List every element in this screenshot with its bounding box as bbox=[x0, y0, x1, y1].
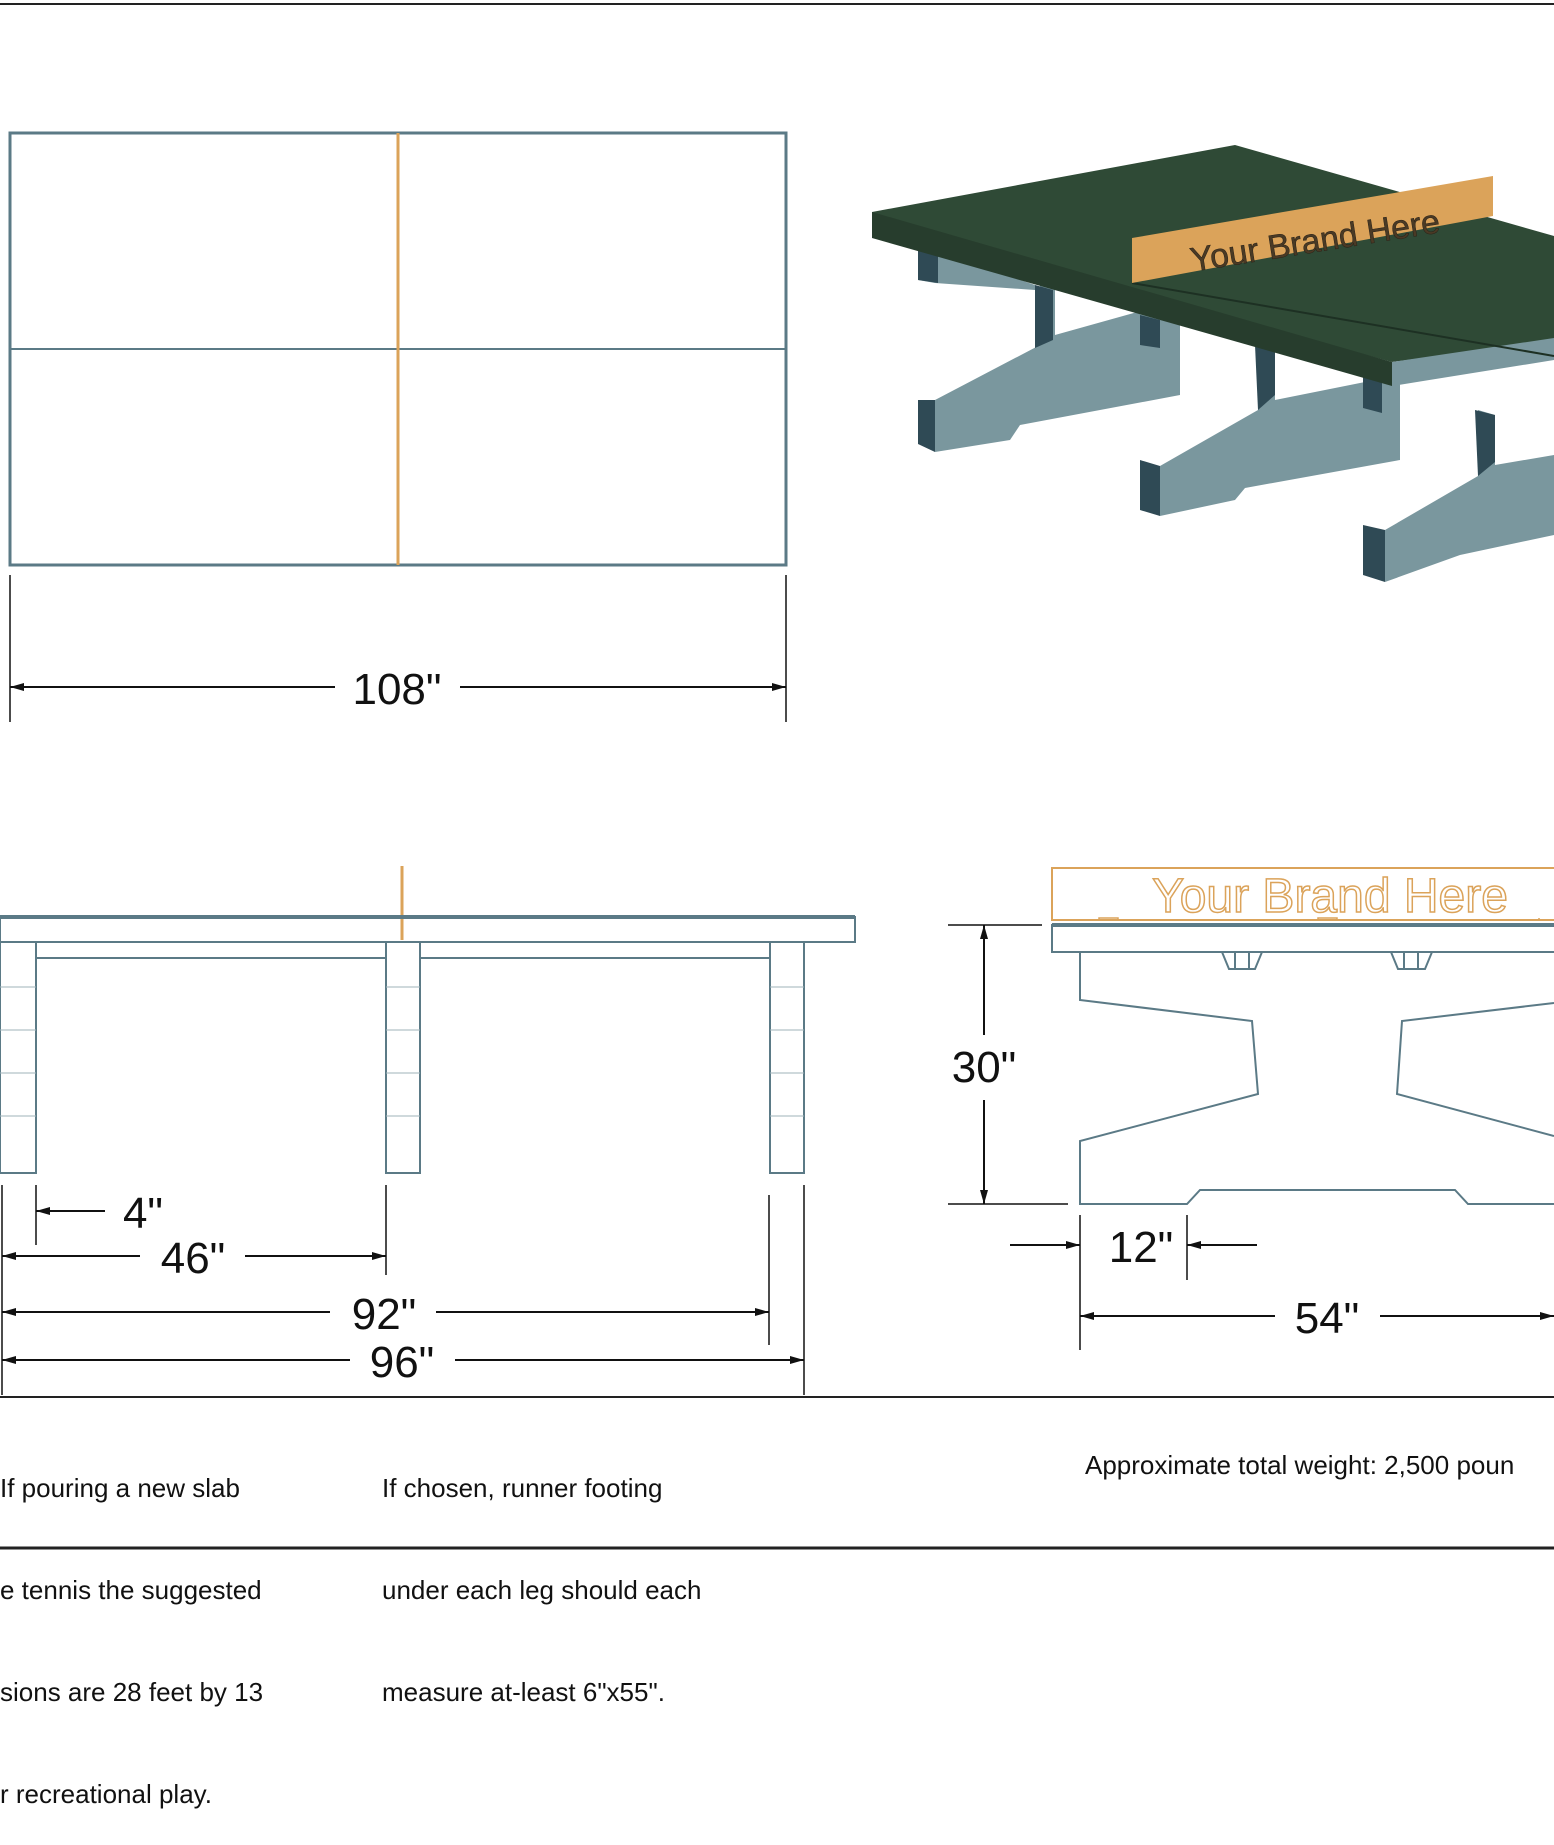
note-line: e tennis the suggested bbox=[0, 1575, 262, 1605]
height-dimension: 30" bbox=[952, 1043, 1017, 1092]
half-span-dimension: 46" bbox=[161, 1234, 226, 1283]
isometric-view: Your Brand Here bbox=[872, 145, 1554, 582]
drawing-sheet: 108" Your Brand Here bbox=[0, 3, 1554, 1550]
table-top-outline bbox=[1051, 924, 1554, 953]
footing-note: If chosen, runner footing under each leg… bbox=[382, 1403, 701, 1743]
leg-outline bbox=[1079, 952, 1554, 1205]
width-dimension: 54" bbox=[1295, 1294, 1360, 1343]
note-line: If chosen, runner footing bbox=[382, 1473, 663, 1503]
leg-width-dimension: 4" bbox=[123, 1189, 163, 1238]
note-line: If pouring a new slab bbox=[0, 1473, 240, 1503]
weight-note: Approximate total weight: 2,500 poun bbox=[1085, 1450, 1515, 1480]
inner-span-dimension: 92" bbox=[352, 1290, 417, 1339]
end-view: Your Brand Here bbox=[1051, 867, 1554, 1205]
slab-note: If pouring a new slab e tennis the sugge… bbox=[0, 1403, 263, 1845]
overall-length-dimension: 96" bbox=[370, 1338, 435, 1387]
note-line: sions are 28 feet by 13 bbox=[0, 1677, 264, 1707]
end-view-dimensions bbox=[948, 924, 1554, 1350]
leg bbox=[0, 941, 37, 1174]
note-line: measure at-least 6"x55". bbox=[382, 1677, 665, 1707]
table-top-outline bbox=[0, 916, 856, 943]
side-view bbox=[0, 866, 856, 1174]
note-line: under each leg should each bbox=[382, 1575, 702, 1605]
length-dimension: 108" bbox=[352, 665, 441, 714]
end-leg-width-dimension: 12" bbox=[1109, 1223, 1174, 1272]
net-brand-panel bbox=[1132, 176, 1493, 283]
note-line: r recreational play. bbox=[0, 1779, 212, 1809]
leg bbox=[769, 941, 805, 1174]
side-view-dimensions bbox=[1, 1185, 805, 1395]
brand-text: Your Brand Here bbox=[1152, 870, 1508, 923]
top-view: 108" bbox=[8, 131, 788, 722]
leg bbox=[385, 941, 421, 1174]
